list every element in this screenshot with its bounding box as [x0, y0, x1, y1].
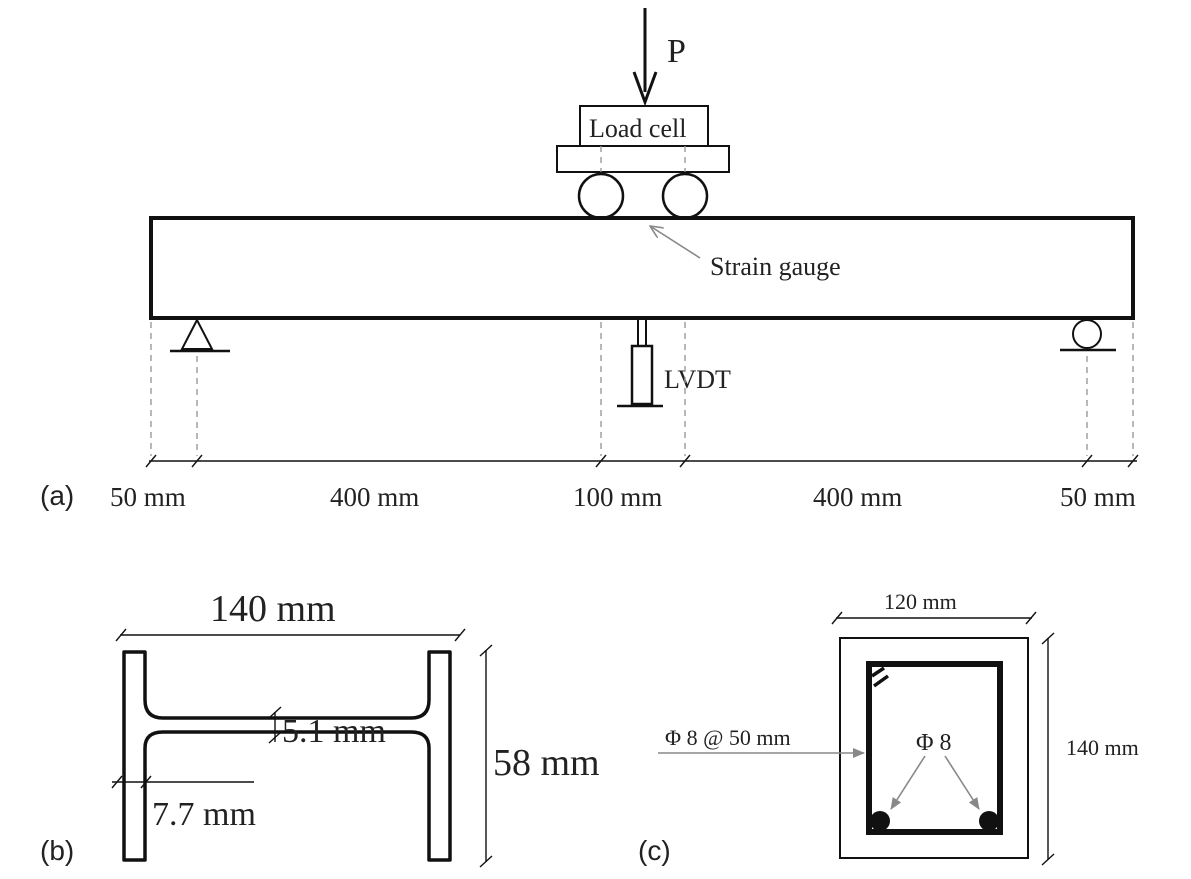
channel-section [122, 650, 452, 862]
load-roller-right [661, 172, 709, 220]
panel-b: 140 mm 5.1 mm 7.7 mm 58 mm (b) [40, 588, 600, 868]
dim-label-4: 400 mm [813, 482, 902, 512]
strain-gauge-pointer [650, 226, 701, 259]
rebar-label: Φ 8 [916, 730, 952, 756]
rebar-pointer-left [890, 755, 926, 810]
stirrup-hook [871, 666, 890, 688]
beam [149, 216, 1135, 320]
stirrup [866, 661, 1003, 835]
dim-label-5: 50 mm [1060, 482, 1136, 512]
panel-a-tag: (a) [40, 480, 74, 511]
extension-lines [150, 322, 1134, 456]
section-height-label: 58 mm [493, 742, 600, 784]
spreader-plate [556, 145, 730, 173]
rebar-pointer-right [944, 755, 980, 810]
stirrup-label: Φ 8 @ 50 mm [665, 725, 791, 750]
rc-height-label: 140 mm [1066, 735, 1139, 760]
load-roller-left [577, 172, 625, 220]
panel-a: P Load cell Strain gauge [40, 8, 1139, 512]
rebar-right [979, 811, 999, 831]
lvdt-label: LVDT [664, 365, 731, 394]
section-width-label: 140 mm [210, 588, 336, 630]
load-label: P [667, 33, 686, 70]
load-cell-label: Load cell [589, 114, 686, 143]
web-thickness-label: 5.1 mm [282, 713, 386, 750]
panel-b-tag: (b) [40, 835, 74, 866]
rebar-left [870, 811, 890, 831]
strain-gauge-label: Strain gauge [710, 252, 841, 281]
panel-c-tag: (c) [638, 835, 671, 866]
dim-label-2: 400 mm [330, 482, 419, 512]
panel-c: 120 mm Φ 8 Φ 8 @ 50 mm 140 mm (c) [638, 589, 1139, 866]
load-arrow [632, 8, 658, 107]
lvdt [617, 320, 663, 408]
flange-thickness-label: 7.7 mm [152, 796, 256, 833]
dimension-line [145, 454, 1139, 468]
pin-support [170, 317, 230, 353]
roller-support [1060, 319, 1116, 352]
rc-width-label: 120 mm [884, 589, 957, 614]
dim-label-1: 50 mm [110, 482, 186, 512]
dim-label-3: 100 mm [573, 482, 662, 512]
